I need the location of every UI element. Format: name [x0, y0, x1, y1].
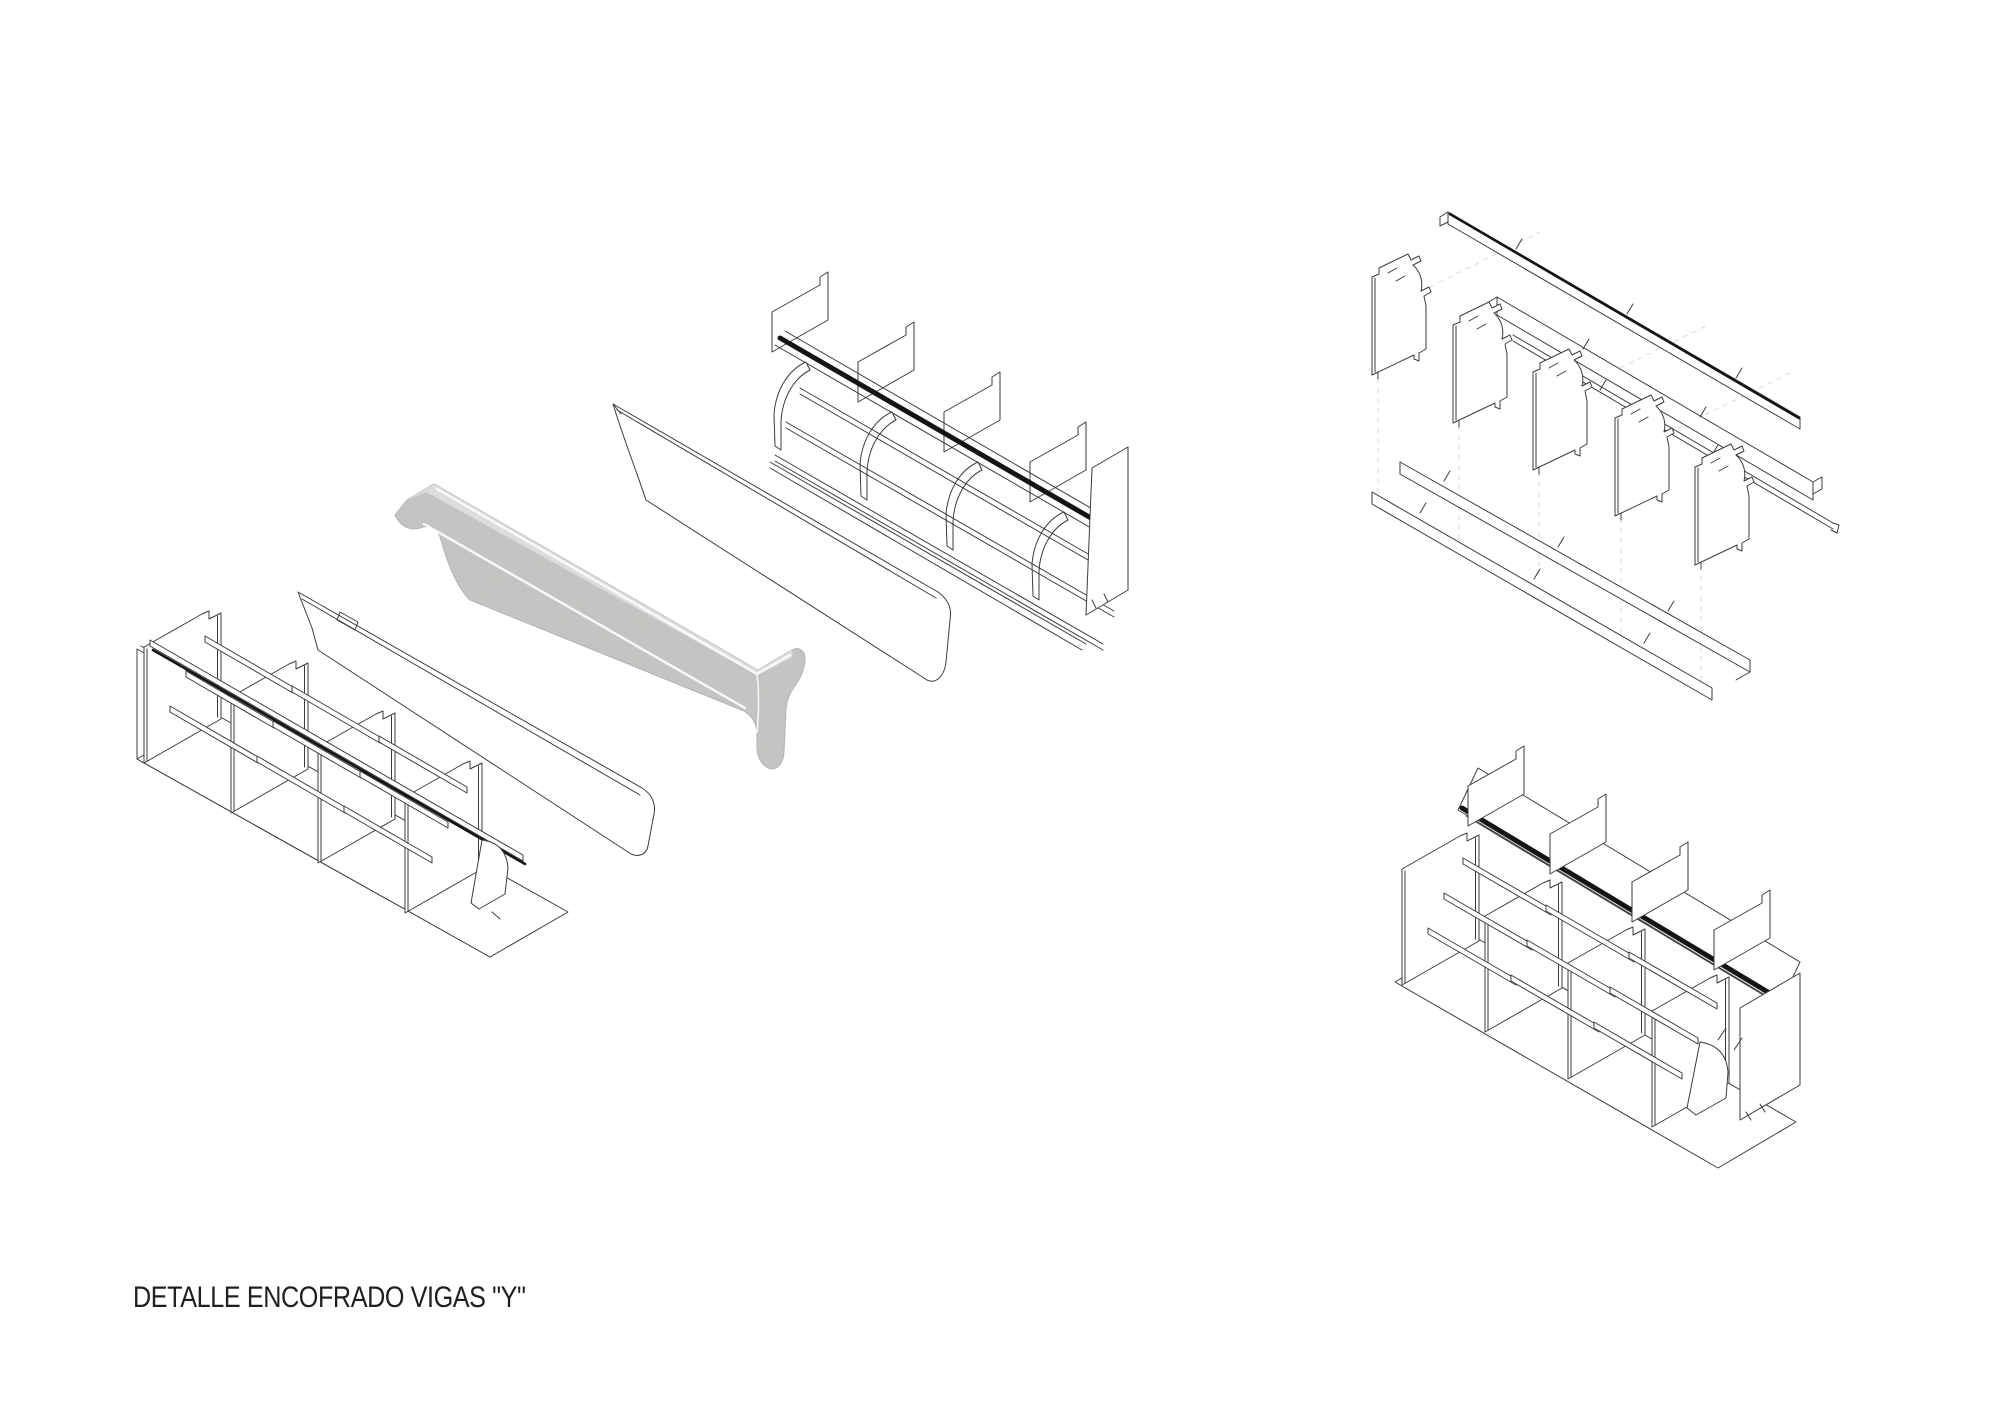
rib-plate	[1694, 443, 1755, 570]
rail-bottom-b	[1371, 491, 1713, 701]
top-rail-dark	[777, 335, 1125, 539]
end-panel	[1739, 972, 1801, 1121]
side-board-upper	[612, 403, 952, 682]
formwork-rib-cage-left	[136, 610, 569, 958]
beam-top-flange-highlight	[407, 484, 793, 675]
top-rail	[149, 639, 524, 862]
drawing-title: DETALLE ENCOFRADO VIGAS "Y"	[133, 1281, 526, 1314]
curved-rib	[773, 361, 811, 451]
end-rib-curved	[1686, 1041, 1729, 1116]
rail-bottom-a	[1399, 461, 1751, 681]
rib-plate	[1371, 253, 1432, 380]
board-outline	[612, 403, 952, 682]
rib-plate	[1532, 348, 1593, 475]
side-board-lower	[297, 591, 655, 856]
end-rib-curved	[470, 839, 509, 910]
rib-plate	[1452, 301, 1513, 428]
formwork-curved-assembly	[769, 271, 1129, 651]
exploded-parts-kit	[1371, 211, 1840, 701]
formwork-rib-cage-right	[1394, 745, 1801, 1169]
end-panel	[1085, 446, 1129, 616]
board-outline	[297, 591, 655, 856]
rail-top	[1439, 211, 1801, 430]
